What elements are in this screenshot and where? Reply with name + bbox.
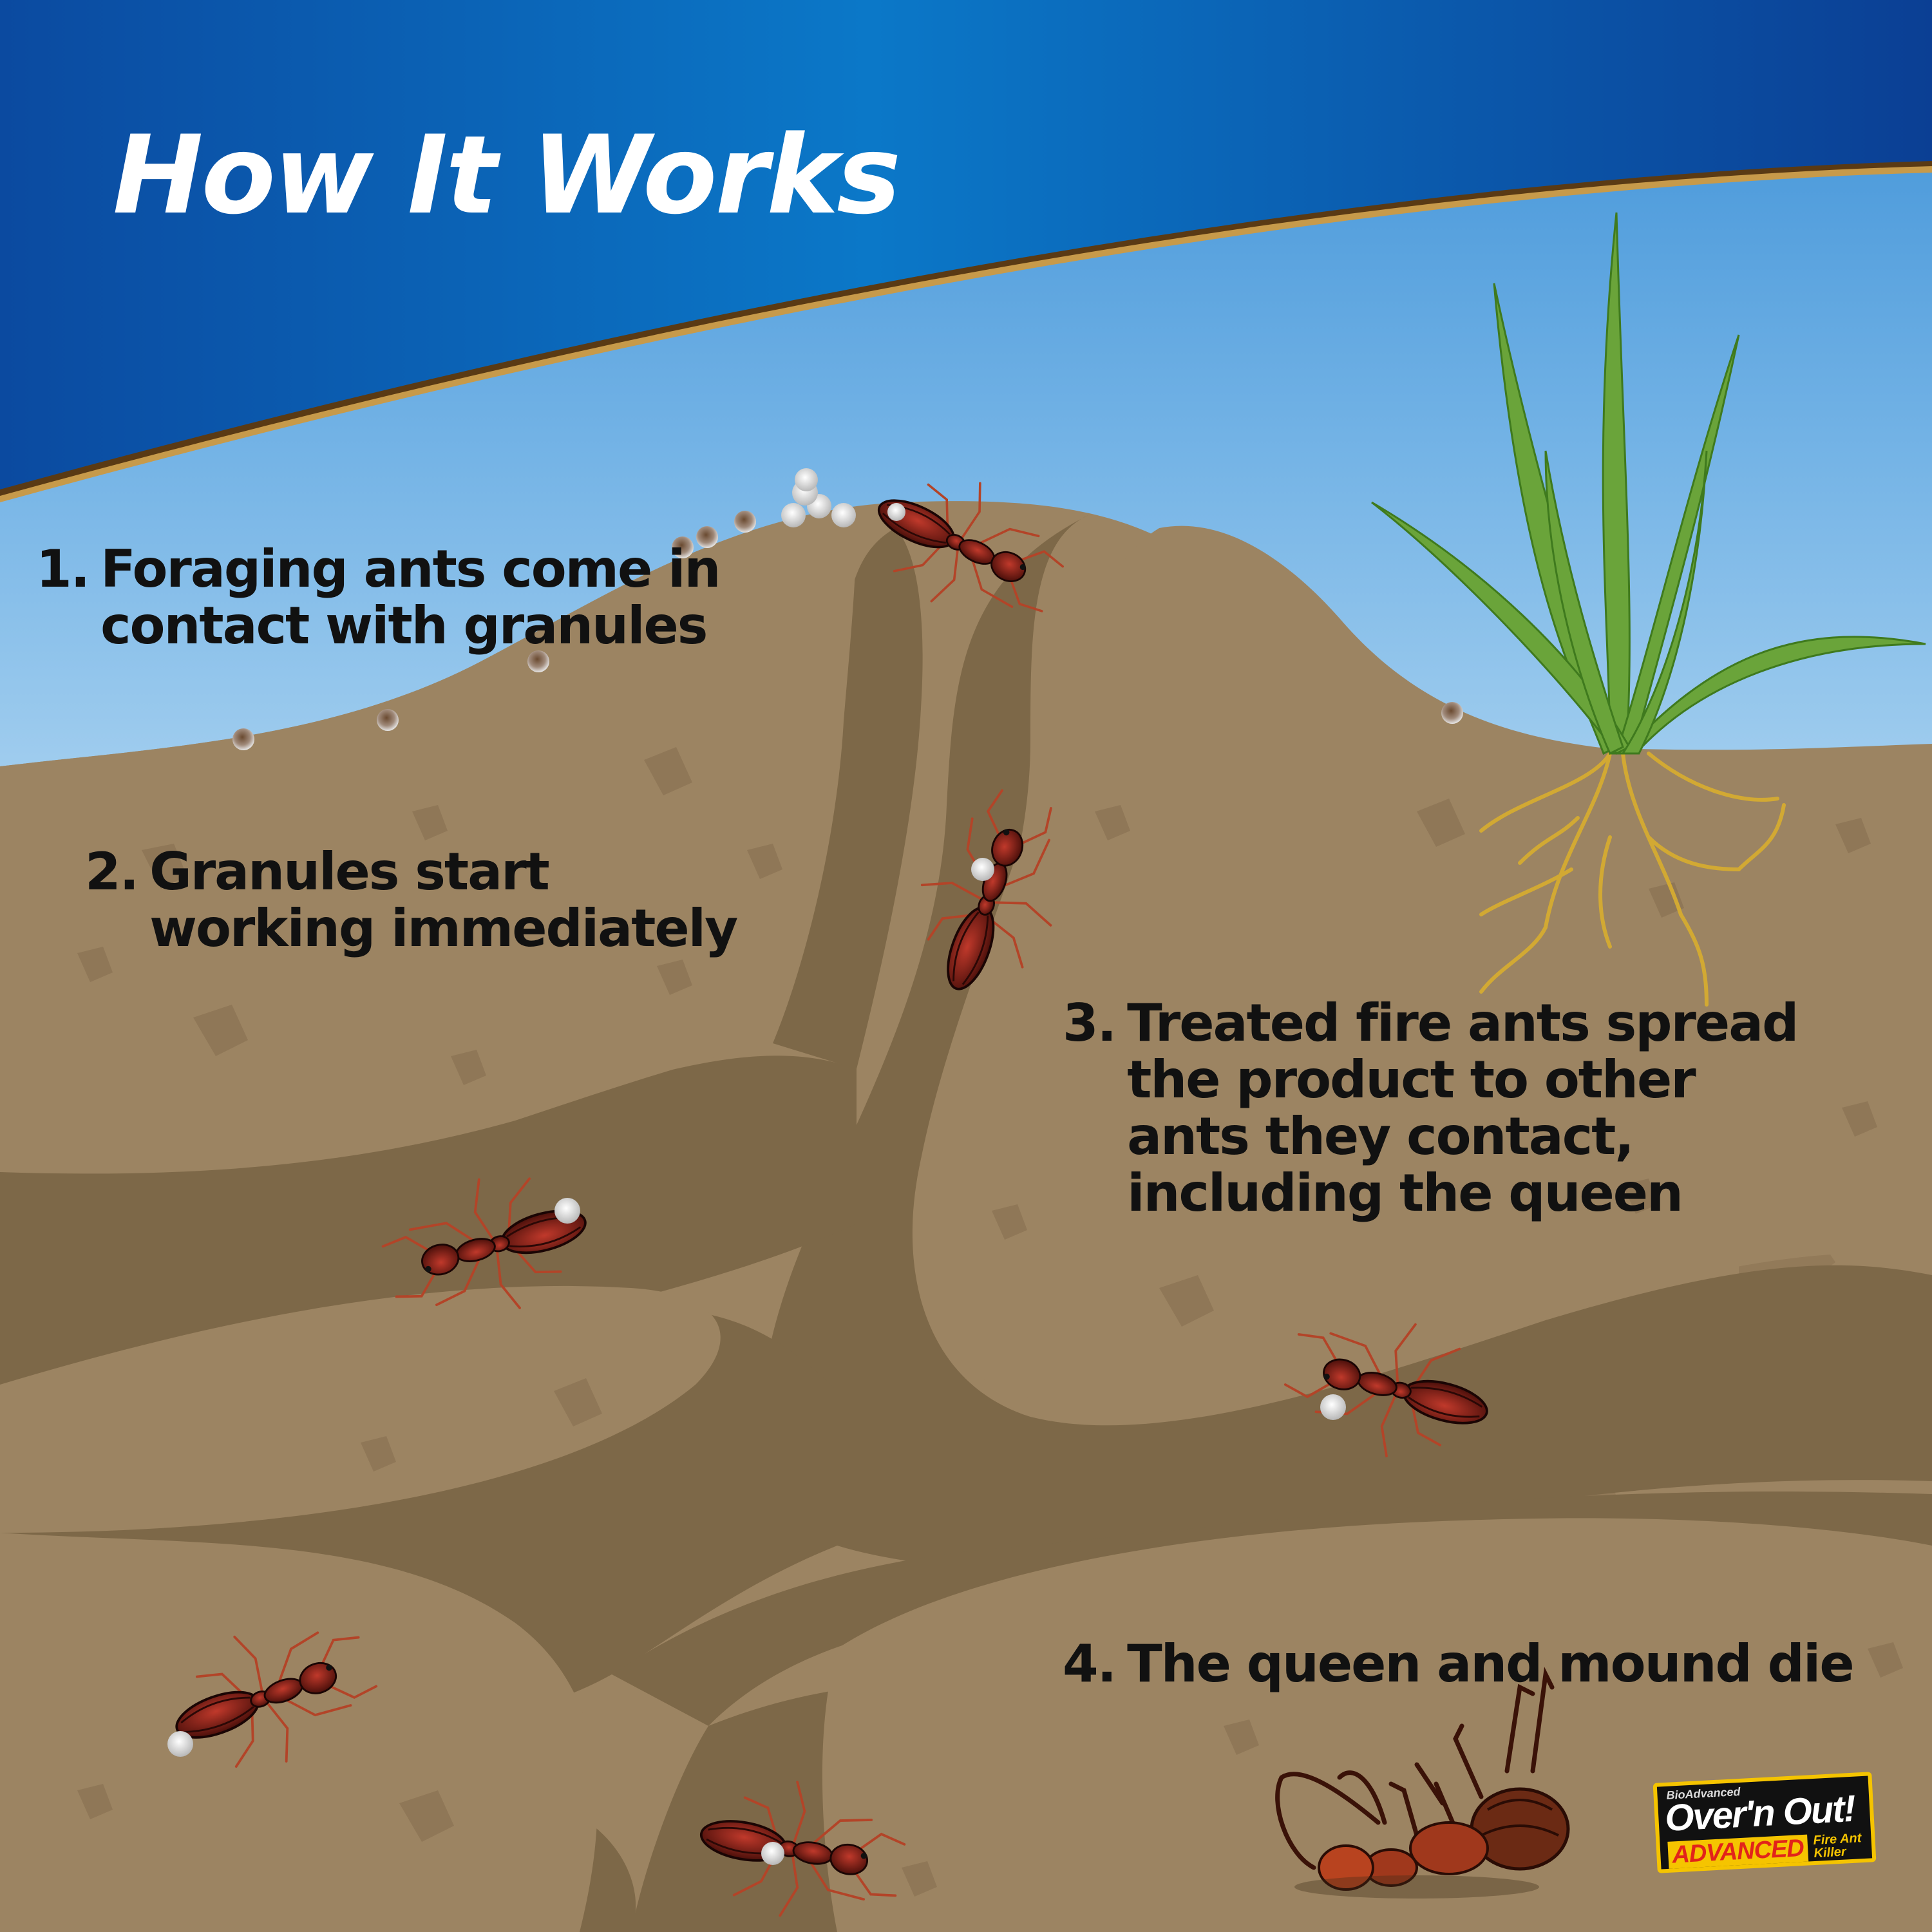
step-text: Granules start working immediately — [149, 842, 738, 958]
step-line: ants they contact, — [1127, 1106, 1634, 1166]
step-number: 1. — [36, 539, 90, 599]
logo-edition: ADVANCED — [1667, 1834, 1808, 1869]
step-text: Foraging ants come in contact with granu… — [100, 539, 721, 656]
step-line: Granules start — [149, 842, 550, 902]
step-number: 2. — [85, 842, 139, 902]
step-number: 4. — [1063, 1634, 1117, 1694]
product-logo: BioAdvanced Over'n Out! ADVANCED Fire An… — [1653, 1772, 1877, 1873]
granules — [232, 468, 1463, 750]
step-line: the product to other — [1127, 1050, 1696, 1110]
step-4: 4. The queen and mound die — [1063, 1634, 1855, 1694]
page-title: How It Works — [113, 112, 901, 238]
step-line: contact with granules — [100, 596, 708, 656]
step-text: Treated fire ants spread the product to … — [1127, 993, 1799, 1223]
step-number: 3. — [1063, 993, 1117, 1053]
grass-roots — [1479, 752, 1786, 1007]
logo-brand-main: Over'n Out! — [1663, 1787, 1856, 1840]
logo-product: Fire Ant Killer — [1812, 1831, 1862, 1861]
step-2: 2. Granules start working immediately — [85, 842, 738, 958]
dead-queen-ant — [1275, 1667, 1570, 1899]
step-line: Foraging ants come in — [100, 539, 721, 599]
grass-plant — [1371, 212, 1926, 755]
step-line: including the queen — [1127, 1163, 1683, 1223]
step-line: Treated fire ants spread — [1127, 993, 1799, 1053]
step-line: working immediately — [149, 898, 738, 958]
step-3: 3. Treated fire ants spread the product … — [1063, 993, 1799, 1223]
step-line: The queen and mound die — [1127, 1634, 1855, 1694]
step-1: 1. Foraging ants come in contact with gr… — [36, 539, 721, 656]
step-text: The queen and mound die — [1127, 1634, 1855, 1694]
